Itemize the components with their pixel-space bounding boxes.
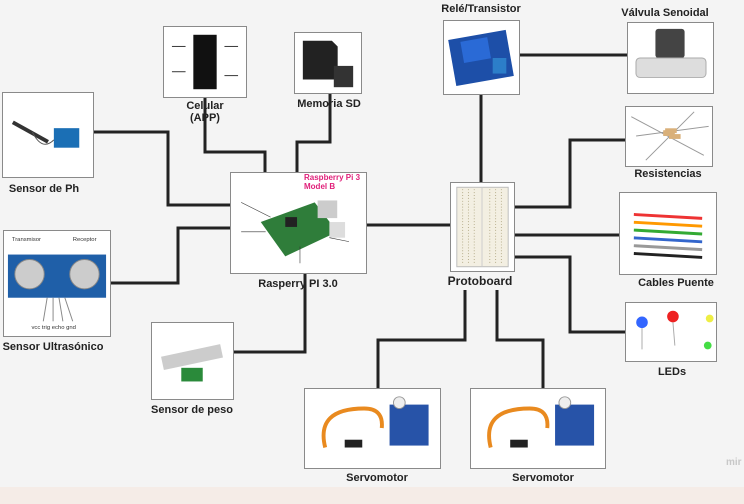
servo1-label: Servomotor bbox=[346, 472, 408, 484]
resistencias-image bbox=[625, 106, 713, 167]
leds-image bbox=[625, 302, 717, 362]
wire-leds bbox=[515, 255, 625, 334]
peso-image bbox=[151, 322, 234, 400]
ultrasonico-image: Transmisor Receptor vcc trig echo gnd bbox=[3, 230, 111, 337]
servo1-image bbox=[304, 388, 441, 469]
wire-servo1 bbox=[376, 290, 467, 388]
svg-text:Receptor: Receptor bbox=[73, 237, 97, 243]
resistencias-label: Resistencias bbox=[634, 168, 702, 180]
servo2-label: Servomotor bbox=[512, 472, 574, 484]
servo2-image bbox=[470, 388, 606, 469]
celular-label: Celular(APP) bbox=[186, 100, 224, 124]
cables-label: Cables Puente bbox=[638, 277, 714, 289]
memoria-image bbox=[294, 32, 362, 94]
ph-label: Sensor de Ph bbox=[8, 183, 80, 195]
celular-image bbox=[163, 26, 247, 98]
watermark: mir bbox=[726, 457, 742, 468]
memoria-label: Memoria SD bbox=[297, 98, 361, 110]
wire-ph bbox=[94, 130, 230, 207]
wire-servo2 bbox=[495, 290, 545, 388]
ph-image bbox=[2, 92, 94, 178]
raspberry-label: Rasperry PI 3.0 bbox=[258, 278, 338, 290]
valvula-image bbox=[627, 22, 714, 94]
wire-celular bbox=[203, 98, 267, 172]
wire-memoria bbox=[295, 94, 332, 172]
wire-resistencias bbox=[515, 138, 625, 209]
peso-label: Sensor de peso bbox=[151, 404, 233, 416]
rele-image bbox=[443, 20, 520, 95]
svg-text:vcc trig echo gnd: vcc trig echo gnd bbox=[31, 325, 75, 331]
footer-strip bbox=[0, 487, 744, 504]
rele-label: Relé/Transistor bbox=[441, 3, 521, 15]
wire-peso bbox=[234, 260, 332, 354]
raspberry-image-title: Raspberry Pi 3 Model B bbox=[304, 173, 366, 191]
cables-image bbox=[619, 192, 717, 275]
leds-label: LEDs bbox=[657, 366, 687, 378]
raspberry-image bbox=[230, 172, 367, 274]
ultrasonico-label: Sensor Ultrasónico bbox=[2, 341, 104, 353]
protoboard-label: Protoboard bbox=[447, 274, 513, 288]
protoboard-image bbox=[450, 182, 515, 272]
svg-text:Transmisor: Transmisor bbox=[12, 237, 41, 243]
valvula-label: Válvula Senoidal bbox=[621, 7, 709, 19]
wire-ultrasonico bbox=[111, 226, 230, 285]
